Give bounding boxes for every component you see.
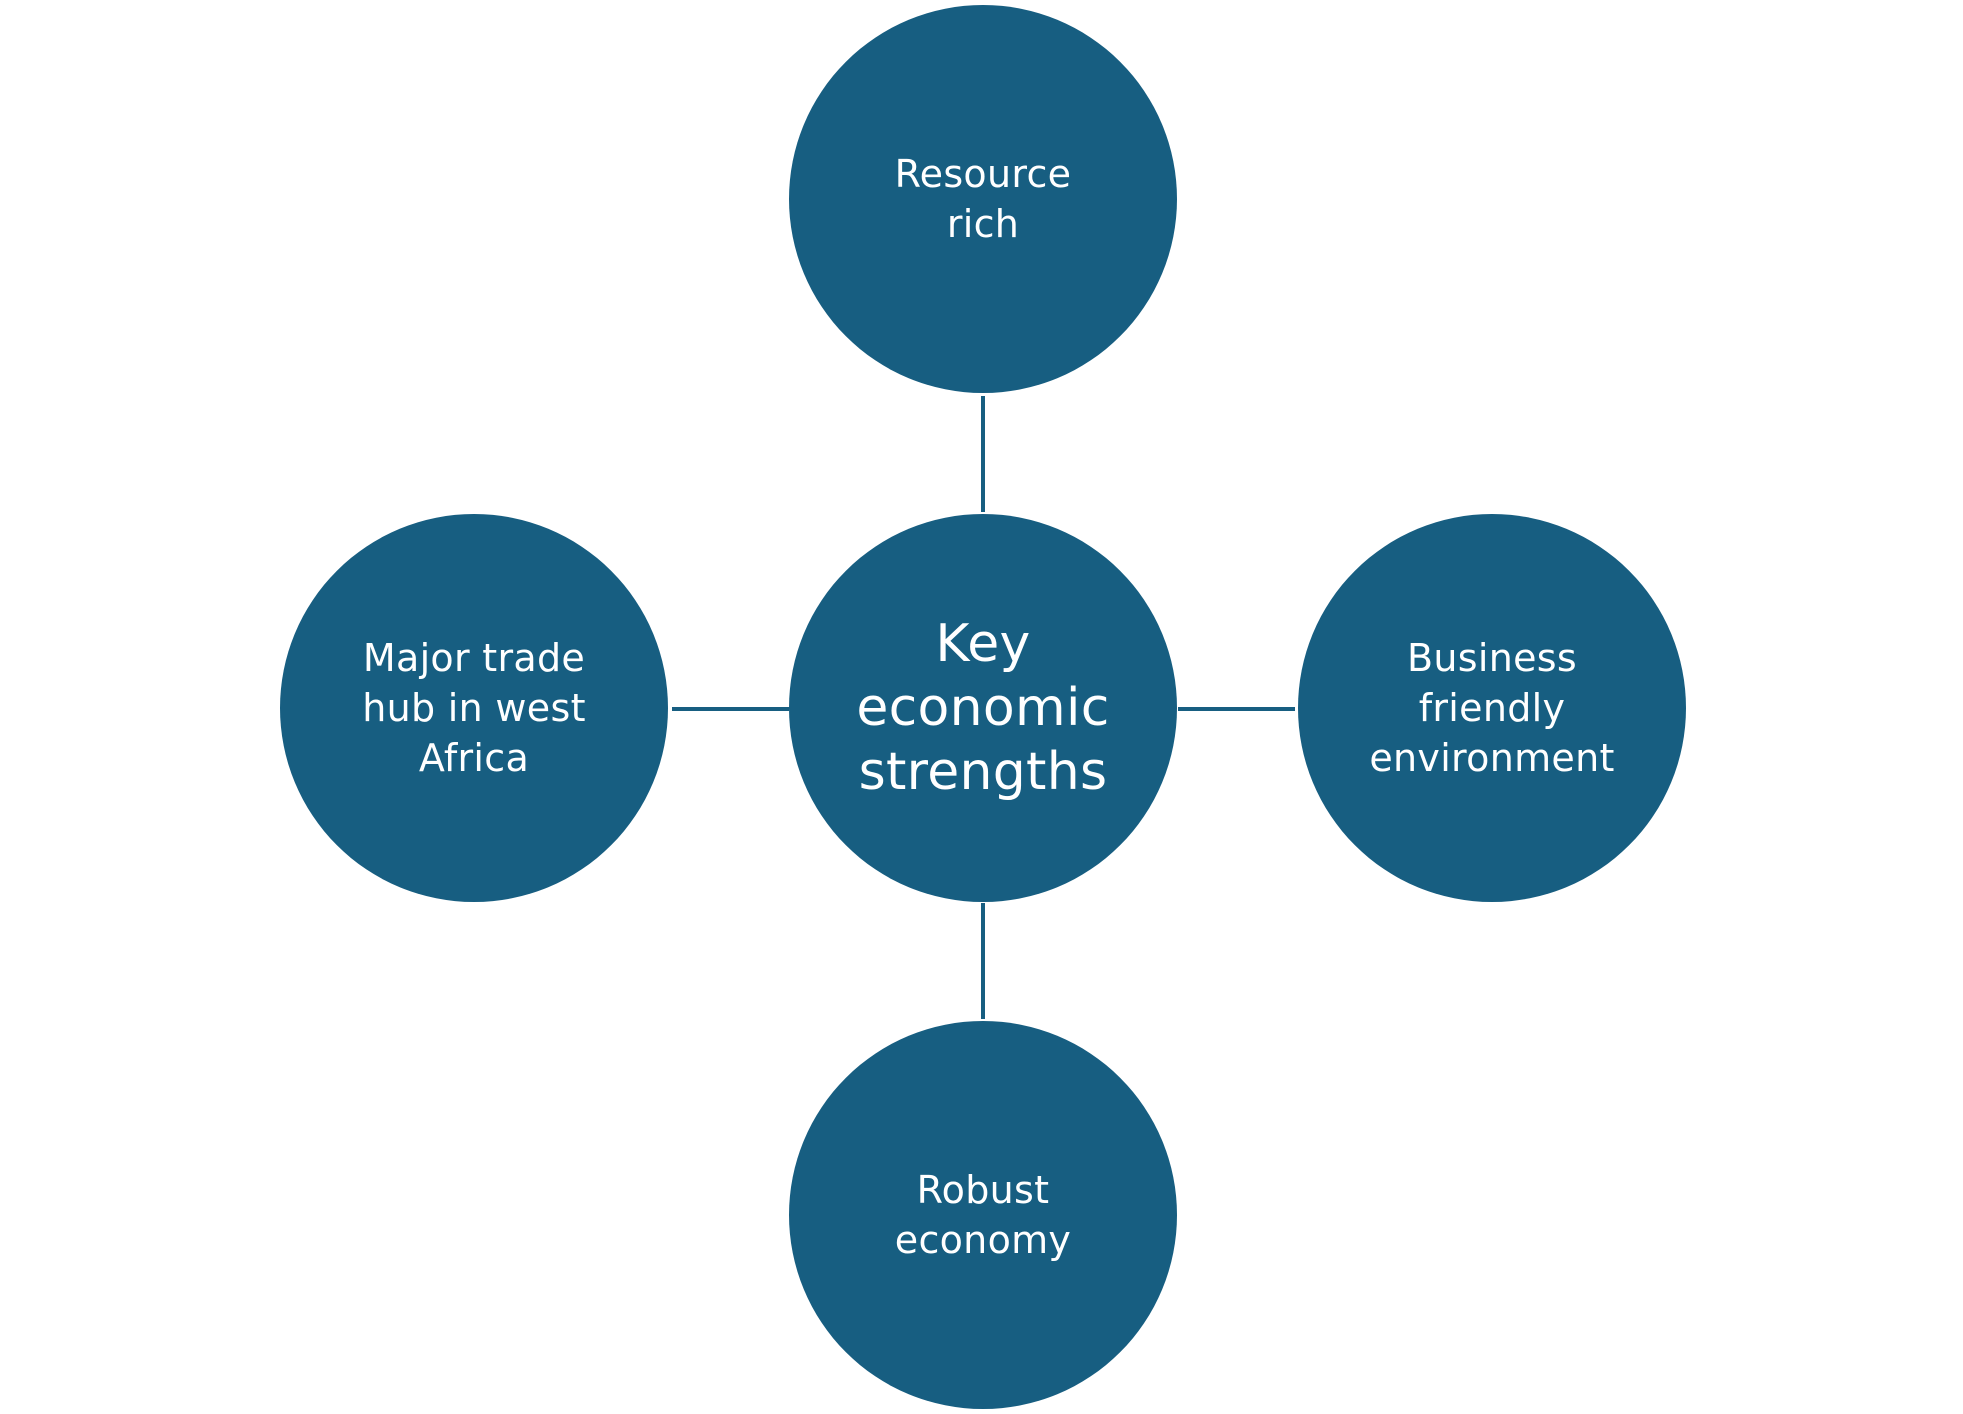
node-left-line-3: Africa xyxy=(418,736,530,780)
connector-top xyxy=(981,396,985,512)
center-node-line-1: Key xyxy=(935,614,1031,674)
node-right-line-3: environment xyxy=(1369,736,1615,780)
center-node-line-2: economic xyxy=(856,678,1110,738)
node-right-line-2: friendly xyxy=(1418,686,1566,730)
center-node-line-3: strengths xyxy=(858,742,1108,802)
connector-bottom xyxy=(981,903,985,1019)
node-major-trade-hub: Major trade hub in west Africa xyxy=(280,514,668,902)
center-node-label: Key economic strengths xyxy=(856,612,1109,804)
node-business-friendly-environment: Business friendly environment xyxy=(1298,514,1686,902)
node-robust-economy: Robust economy xyxy=(789,1021,1177,1409)
node-top-label: Resource rich xyxy=(895,149,1072,249)
node-left-line-1: Major trade xyxy=(362,636,586,680)
connector-right xyxy=(1178,707,1295,711)
node-bottom-line-2: economy xyxy=(894,1218,1072,1262)
node-right-line-1: Business xyxy=(1407,636,1577,680)
node-right-label: Business friendly environment xyxy=(1369,633,1614,783)
node-left-line-2: hub in west xyxy=(362,686,586,730)
node-left-label: Major trade hub in west Africa xyxy=(362,633,586,783)
node-top-line-1: Resource xyxy=(894,152,1072,196)
node-bottom-label: Robust economy xyxy=(895,1165,1071,1265)
connector-left xyxy=(672,707,789,711)
node-resource-rich: Resource rich xyxy=(789,5,1177,393)
node-top-line-2: rich xyxy=(946,202,1020,246)
center-node-key-economic-strengths: Key economic strengths xyxy=(789,514,1177,902)
node-bottom-line-1: Robust xyxy=(916,1168,1050,1212)
